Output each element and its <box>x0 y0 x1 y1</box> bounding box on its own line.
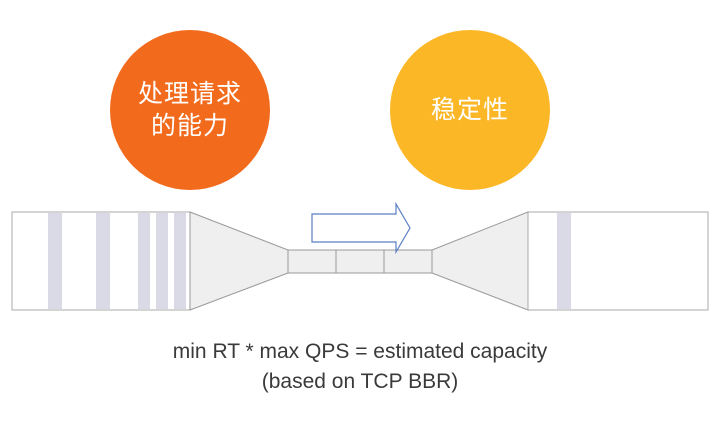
stability-circle: 稳定性 <box>390 30 550 190</box>
left-queue-stripe <box>48 213 62 309</box>
left-queue-stripe <box>96 213 110 309</box>
formula-caption: min RT * max QPS = estimated capacity <box>172 340 548 363</box>
flow-arrow-icon <box>311 201 411 255</box>
request-capacity-circle: 处理请求 的能力 <box>110 30 270 190</box>
formula-note: (based on TCP BBR) <box>261 370 459 393</box>
right-funnel <box>431 211 529 311</box>
left-queue-stripe <box>174 213 186 309</box>
right-queue-box <box>527 211 709 311</box>
right-queue-stripe <box>557 213 571 309</box>
pipe-segment <box>287 249 337 274</box>
stability-label: 稳定性 <box>430 95 509 124</box>
pipe-segment <box>335 249 385 274</box>
left-funnel <box>189 211 289 311</box>
request-capacity-label-line2: 的能力 <box>150 111 229 140</box>
left-queue-stripe <box>156 213 168 309</box>
pipe-segment <box>383 249 433 274</box>
left-queue-stripe <box>138 213 150 309</box>
request-capacity-label-line1: 处理请求 <box>137 79 242 108</box>
